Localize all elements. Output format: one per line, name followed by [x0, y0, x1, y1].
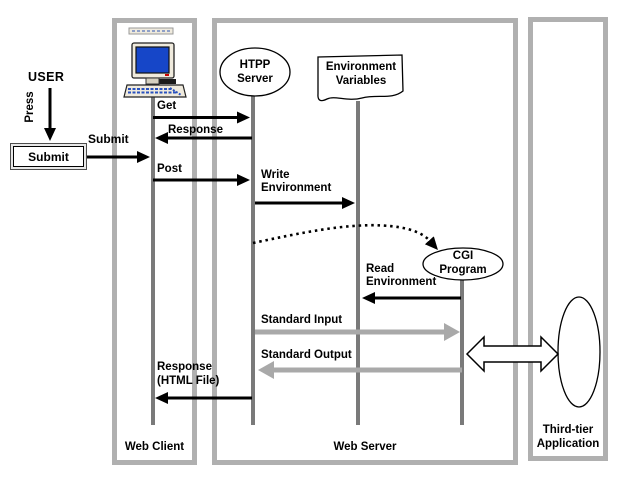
env-variables-label: Environment Variables: [325, 61, 397, 87]
response-label: Response: [168, 124, 223, 136]
monitor-screen: [135, 46, 170, 74]
cgi-program-ellipse: [422, 247, 504, 281]
desktop-computer-icon: [123, 27, 187, 98]
http-server-lifeline: [251, 92, 255, 425]
read-environment-label: Read Environment: [366, 263, 437, 288]
cgi-program-label: CGI Program: [439, 250, 487, 276]
http-server-label: HTPP Server: [237, 59, 273, 85]
post-label: Post: [157, 163, 182, 175]
env-variables-document-shape: [317, 54, 404, 102]
web-client-lifeline: [151, 95, 155, 425]
spawn-cgi-dotted-arrow: [252, 223, 438, 250]
env-variables-lifeline: [356, 101, 360, 425]
keyboard-icon: [123, 84, 187, 98]
standard-output-label: Standard Output: [261, 349, 352, 361]
web-server-frame: [212, 18, 518, 465]
keyboard-numpad: [169, 87, 182, 96]
press-label: Press: [24, 91, 36, 123]
computer-base-detail: [158, 79, 176, 84]
web-server-label: Web Server: [333, 441, 397, 453]
standard-input-label: Standard Input: [261, 314, 343, 326]
third-tier-double-arrow: [465, 335, 560, 373]
web-client-label: Web Client: [124, 441, 185, 453]
third-tier-frame: [528, 17, 608, 461]
third-tier-label: Third-tier Application: [536, 424, 600, 450]
response-html-label: Response (HTML File): [157, 361, 220, 387]
cgi-program-lifeline: [460, 278, 464, 425]
get-label: Get: [157, 100, 177, 112]
web-client-frame: [112, 18, 197, 465]
third-tier-ellipse: [557, 296, 601, 408]
computer-top-strip: [128, 27, 174, 35]
write-environment-label: Write Environment: [261, 169, 332, 194]
user-label: USER: [28, 70, 65, 84]
submit-arrow-label: Submit: [88, 132, 129, 146]
http-server-ellipse: [219, 47, 291, 97]
monitor-power-light: [165, 74, 169, 76]
submit-button-label: Submit: [13, 146, 84, 167]
submit-button: Submit: [10, 143, 87, 170]
monitor-stand: [145, 77, 160, 85]
